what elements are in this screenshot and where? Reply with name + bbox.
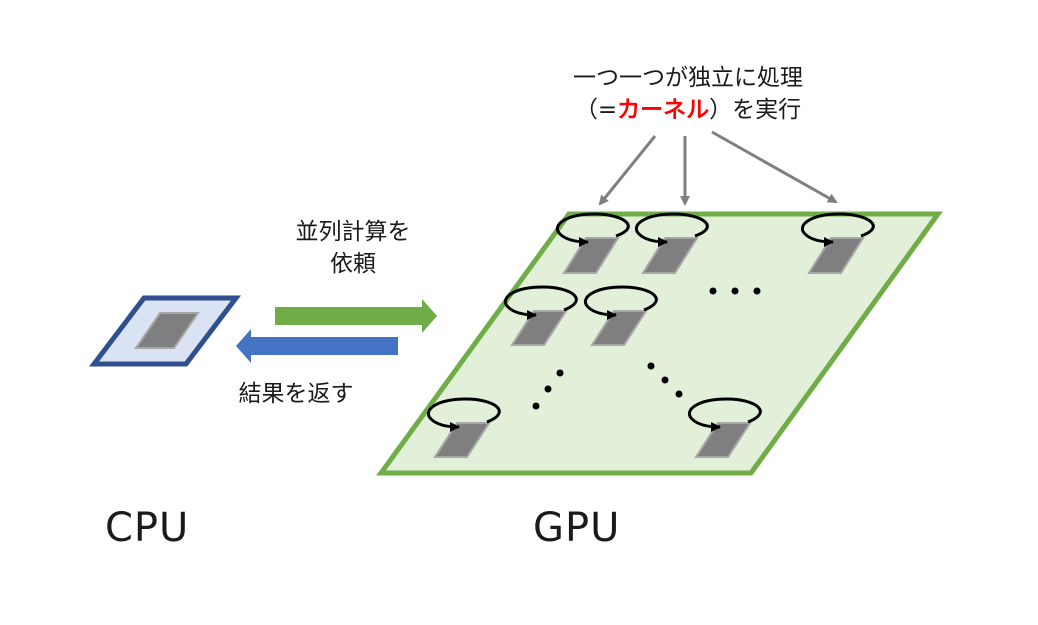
pointer-arrow (598, 135, 657, 206)
request-label: 並列計算を 依頼 (270, 216, 436, 280)
gpu-core (641, 237, 699, 274)
ellipsis-dot (647, 362, 655, 370)
ellipsis-dot (544, 385, 552, 393)
kernel-note-close: ）を実行 (709, 97, 802, 123)
gpu-board (376, 211, 943, 476)
kernel-note-line2: （=カーネル）を実行 (548, 94, 828, 126)
ellipsis-dot (556, 369, 564, 377)
ellipsis-dot (709, 287, 717, 295)
gpu-core (694, 422, 752, 458)
cpu-core (134, 312, 200, 349)
pointer-arrow (711, 130, 838, 204)
loop-arrow-icon (688, 397, 762, 432)
cpu-label: CPU (105, 505, 190, 551)
loop-arrow-icon (801, 212, 875, 247)
loop-arrow-icon (635, 212, 709, 247)
gpu-core (433, 422, 491, 458)
gpu-label: GPU (533, 505, 621, 551)
kernel-note-open: （= (574, 97, 618, 123)
request-label-line1: 並列計算を (295, 219, 411, 245)
ellipsis-dot (731, 287, 739, 295)
ellipsis-dot (675, 390, 683, 398)
cpu-chip (88, 295, 242, 367)
gpu-core (807, 237, 865, 274)
kernel-word: カーネル (617, 97, 710, 123)
return-label: 結果を返す (238, 381, 354, 407)
return-arrow (236, 329, 398, 363)
gpu-core (510, 310, 568, 346)
loop-arrow-icon (427, 397, 501, 432)
ellipsis-dots (532, 287, 761, 410)
request-label-line2: 依頼 (330, 251, 376, 277)
gpu-cores (427, 212, 875, 458)
kernel-note: 一つ一つが独立に処理 （=カーネル）を実行 (548, 62, 828, 126)
kernel-note-line1: 一つ一つが独立に処理 (573, 65, 803, 91)
gpu-core (590, 310, 648, 346)
loop-arrow-icon (584, 285, 658, 320)
ellipsis-dot (661, 376, 669, 384)
kernel-pointer-arrows (598, 130, 838, 206)
loop-arrow-icon (556, 212, 630, 247)
gpu-core (562, 237, 620, 274)
loop-arrow-icon (504, 285, 578, 320)
ellipsis-dot (753, 287, 761, 295)
request-arrow (275, 299, 437, 333)
ellipsis-dot (532, 402, 540, 410)
